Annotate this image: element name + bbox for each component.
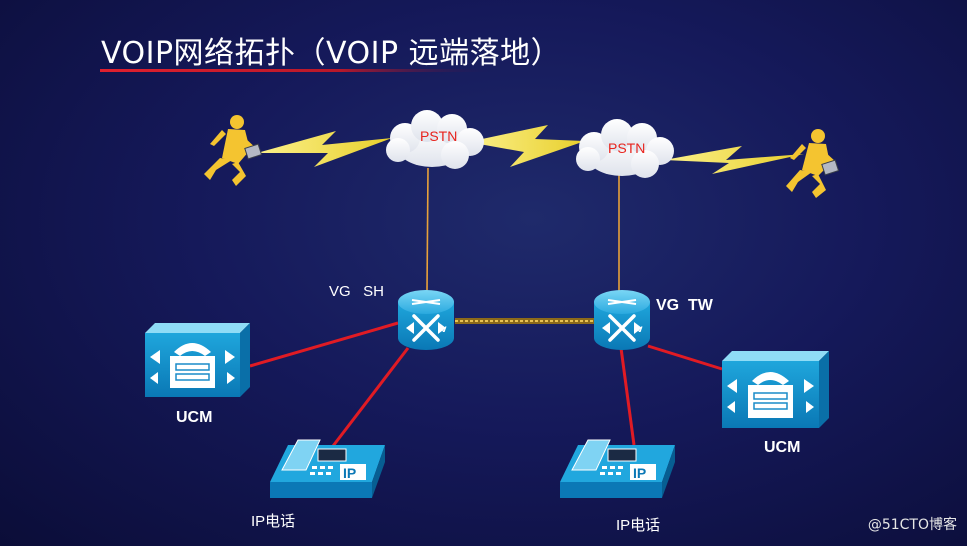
voice-gateway-router-icon-left: v — [398, 290, 454, 350]
link-cloud-left-router — [426, 167, 429, 292]
ip-phone-icon-right: IP — [560, 439, 675, 498]
lightning-icon — [664, 146, 804, 174]
link-router-left-ucm-left — [249, 321, 399, 368]
person-with-briefcase-icon-left — [204, 115, 263, 186]
phone-label-right: IP电话 — [616, 517, 661, 534]
svg-text:IP: IP — [633, 465, 646, 481]
watermark: @51CTO博客 — [867, 517, 957, 533]
cloud-icon-left: PSTN — [386, 110, 484, 169]
phone-label-left: IP电话 — [251, 513, 296, 530]
ucm-label-right: UCM — [764, 439, 801, 456]
router-label-left: VG SH — [329, 283, 385, 300]
cloud-label-right: PSTN — [608, 140, 645, 156]
svg-text:v: v — [637, 324, 643, 335]
voice-gateway-router-icon-right: v — [594, 290, 650, 350]
cloud-icon-right: PSTN — [576, 119, 674, 178]
link-router-right-phone-right — [619, 347, 636, 446]
svg-text:IP: IP — [343, 465, 356, 481]
call-manager-icon-left — [145, 323, 250, 397]
lightning-icon — [468, 125, 585, 167]
person-with-briefcase-icon-right — [786, 129, 840, 198]
page-title: VOIP网络拓扑（VOIP 远端落地） — [101, 36, 562, 71]
ucm-label-left: UCM — [176, 409, 213, 426]
cloud-label-left: PSTN — [420, 128, 457, 144]
ip-phone-icon-left: IP — [270, 439, 385, 498]
call-manager-icon-right — [722, 351, 829, 428]
svg-text:v: v — [441, 324, 447, 335]
trunk-link — [455, 318, 595, 324]
lightning-icon — [257, 131, 392, 167]
router-label-right: VG TW — [656, 297, 713, 314]
link-router-right-ucm-right — [647, 344, 723, 371]
link-router-left-phone-left — [331, 347, 410, 447]
title-underline — [100, 69, 500, 72]
